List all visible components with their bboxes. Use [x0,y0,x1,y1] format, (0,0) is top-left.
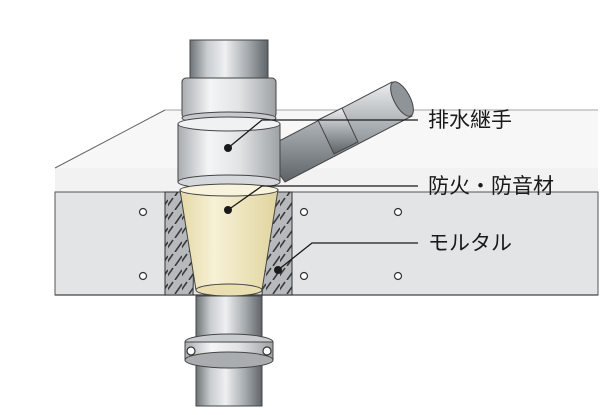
slab-anchor-bolts [138,207,403,281]
dot-fire-material [224,206,232,214]
leader-fire-material [227,185,418,211]
callout-leaders [227,119,418,271]
label-fireproof-soundproof-material: 防火・防音材 [428,174,554,198]
callout-dots [224,144,282,274]
leader-mortar [277,242,418,271]
label-mortar: モルタル [428,231,512,255]
dot-mortar [274,266,282,274]
leader-drain-joint [227,119,418,149]
label-drain-joint: 排水継手 [428,108,512,132]
lower-pipe [184,295,274,407]
fireproof-soundproof-filler [179,183,279,297]
drain-joint [177,77,281,190]
dot-drain-joint [224,144,232,152]
